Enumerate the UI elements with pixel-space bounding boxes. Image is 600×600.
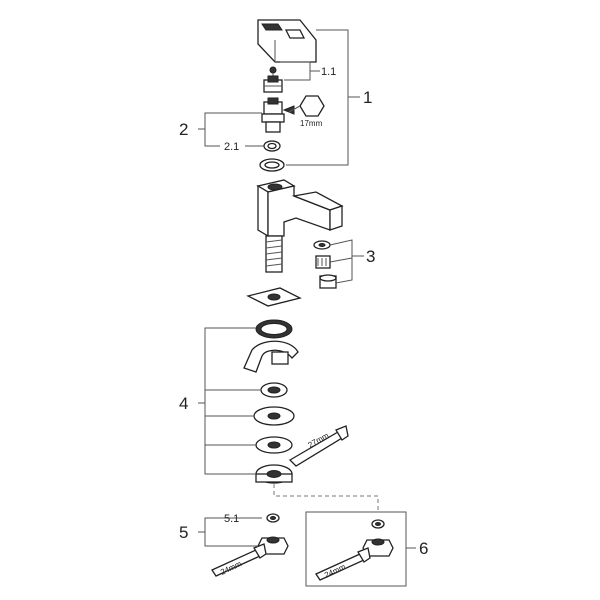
nut-6-small [371, 519, 385, 529]
callout-6: 6 [419, 539, 428, 558]
leader-4 [204, 327, 256, 475]
callout-1-1: 1.1 [321, 66, 336, 78]
hex-nut-icon [288, 95, 325, 117]
aerator-insert [315, 255, 331, 269]
base-plate [246, 287, 302, 307]
aerator-housing [319, 274, 337, 289]
mount-washer-1 [260, 382, 288, 398]
nut-5-1 [266, 513, 280, 523]
hex-nut-6 [362, 538, 394, 557]
aerator-washer [313, 240, 331, 250]
seal-ring-1 [259, 158, 285, 172]
dimension-17mm: 17mm [300, 119, 323, 128]
set-screw [269, 66, 277, 79]
faucet-body [256, 179, 344, 238]
wrench-icon [288, 425, 349, 467]
leader-3 [329, 239, 353, 284]
wrench-icon-5 [211, 543, 267, 577]
seal-2-1 [263, 140, 281, 152]
callout-1: 1 [363, 88, 372, 107]
handle-lever [257, 19, 317, 63]
cartridge-2 [261, 97, 295, 133]
threaded-shank [265, 235, 283, 273]
mount-washer-2 [253, 406, 295, 426]
o-ring [255, 319, 293, 339]
callout-5: 5 [179, 523, 188, 542]
callout-2-1: 2.1 [224, 141, 239, 153]
horseshoe-bracket [243, 340, 299, 373]
cartridge-top [263, 75, 283, 93]
dashed-link [273, 484, 379, 512]
callout-3: 3 [366, 247, 375, 266]
group-6-box [305, 511, 407, 587]
callout-2: 2 [179, 120, 188, 139]
mount-nut [255, 464, 293, 484]
leader-1-1 [280, 61, 311, 81]
wrench-icon-6 [315, 547, 371, 581]
callout-5-1: 5.1 [224, 513, 239, 525]
callout-4: 4 [179, 394, 188, 413]
mount-washer-3 [255, 436, 293, 454]
